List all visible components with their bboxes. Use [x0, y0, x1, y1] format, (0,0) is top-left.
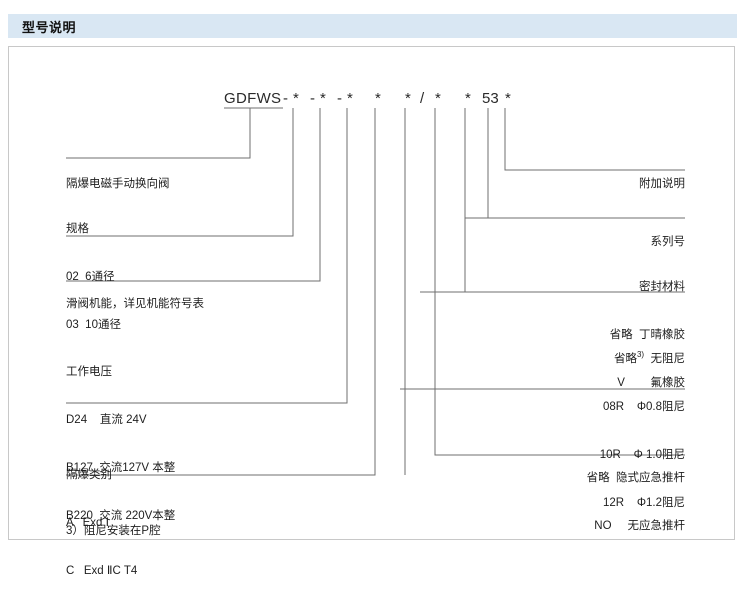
- section-header: 型号说明: [8, 14, 737, 38]
- label-damping-footnote: 3）阻尼安装在P腔: [66, 491, 161, 555]
- specification-row-03: 03 10通径: [66, 319, 121, 331]
- explosion-row-a: A Exd Ⅰ: [66, 517, 110, 529]
- additional-description-text: 附加说明: [639, 178, 685, 190]
- voltage-row-d24: D24 直流 24V: [66, 414, 147, 426]
- label-working-voltage: 工作电压 D24 直流 24V B127 交流127V 本整 B220 交流 2…: [66, 332, 175, 540]
- sealing-row-default: 省略 丁晴橡胶: [609, 329, 685, 341]
- explosion-heading: 隔爆类别: [66, 469, 112, 481]
- label-product-name: 隔爆电磁手动换向阀: [66, 144, 170, 208]
- label-emergency-push-rod: 省略 隐式应急推杆 NO 无应急推杆: [587, 438, 685, 550]
- damping-default-code: 省略: [613, 352, 637, 365]
- voltage-row-b220: B220 交流 220V本整: [66, 510, 176, 522]
- damping-code-10r: 10R: [599, 448, 621, 461]
- sealing-heading: 密封材料: [639, 281, 685, 293]
- explosion-row-c: C Exd ⅡC T4: [66, 565, 138, 577]
- series-number-text: 系列号: [650, 236, 686, 248]
- page-title: 型号说明: [22, 20, 77, 35]
- damping-row-default: 省略3) 无阻尼: [600, 347, 685, 367]
- label-damping-options: 省略3) 无阻尼 08R Φ0.8阻尼 10R Φ 1.0阻尼 12R Φ1.2…: [600, 315, 685, 527]
- label-specification: 规格 02 6通径 03 10通径: [66, 189, 121, 349]
- damping-row-12r: 12R Φ1.2阻尼: [600, 495, 685, 511]
- damping-code-12r: 12R: [602, 496, 625, 509]
- label-sealing-material: 密封材料 省略 丁晴橡胶 V 氟橡胶: [610, 247, 685, 407]
- damping-row-08r: 08R Φ0.8阻尼: [600, 399, 685, 415]
- damping-value-08r: Φ0.8阻尼: [636, 400, 685, 413]
- push-rod-row-no: NO 无应急推杆: [594, 520, 685, 532]
- damping-footnote-marker: 3): [636, 350, 645, 359]
- damping-footnote-text: 3）阻尼安装在P腔: [66, 525, 161, 537]
- push-rod-row-default: 省略 隐式应急推杆: [586, 472, 685, 484]
- label-additional-description: 附加说明: [639, 144, 685, 208]
- damping-default-value: 无阻尼: [650, 352, 686, 365]
- sealing-row-v: V 氟橡胶: [617, 377, 685, 389]
- label-spool-function: 滑阀机能，详见机能符号表: [66, 264, 204, 328]
- damping-row-10r: 10R Φ 1.0阻尼: [600, 447, 685, 463]
- damping-code-08r: 08R: [602, 400, 625, 413]
- specification-row-02: 02 6通径: [66, 271, 115, 283]
- voltage-row-b127: B127 交流127V 本整: [66, 462, 176, 474]
- spool-function-text: 滑阀机能，详见机能符号表: [66, 298, 204, 310]
- voltage-heading: 工作电压: [66, 366, 112, 378]
- label-series-number: 系列号: [651, 202, 686, 266]
- specification-heading: 规格: [66, 223, 89, 235]
- connector-lines: [66, 107, 685, 476]
- diagram-panel: [8, 46, 735, 540]
- product-name-text: 隔爆电磁手动换向阀: [66, 178, 170, 190]
- damping-value-10r: Φ 1.0阻尼: [633, 448, 685, 461]
- damping-value-12r: Φ1.2阻尼: [636, 496, 685, 509]
